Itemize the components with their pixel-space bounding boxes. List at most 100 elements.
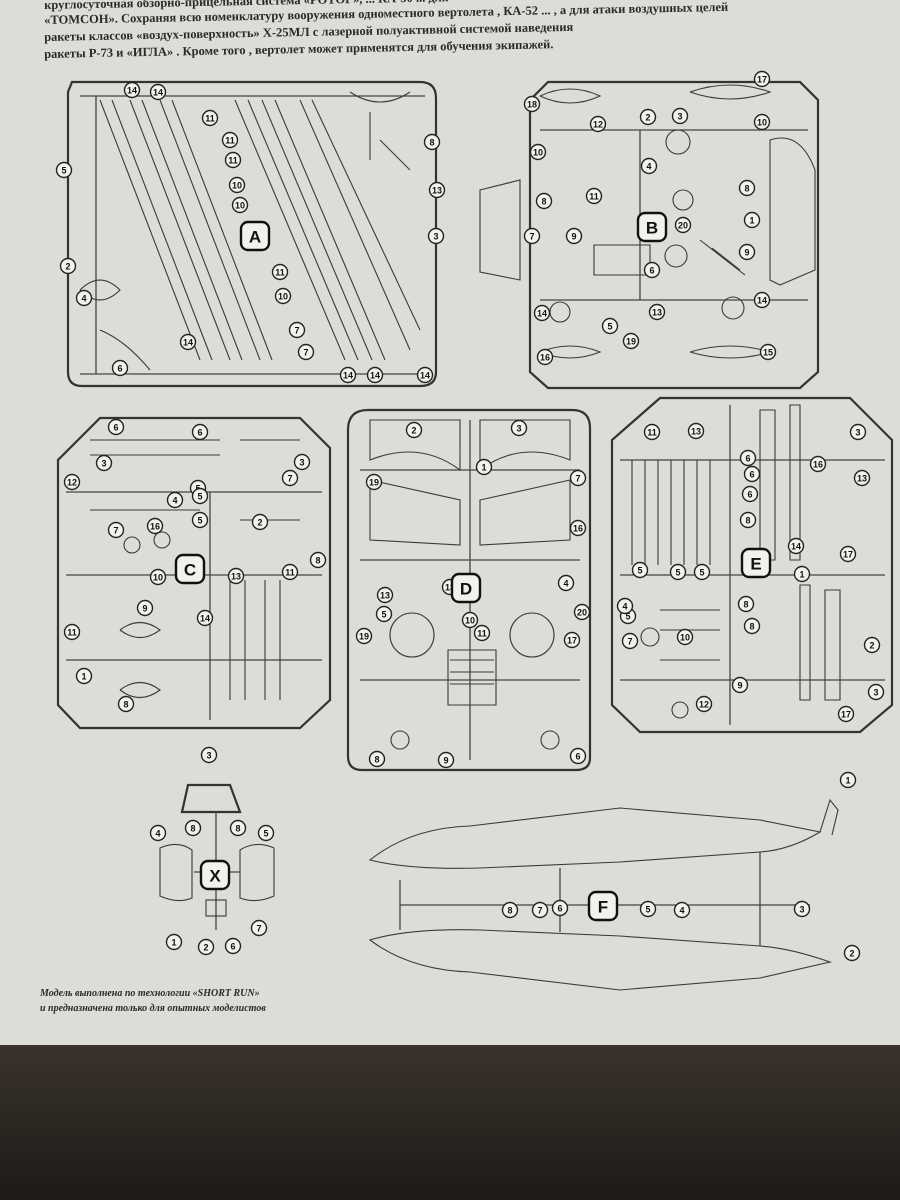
svg-text:7: 7: [287, 474, 292, 484]
part-callout-f: 3: [793, 900, 811, 918]
svg-text:16: 16: [540, 353, 550, 363]
sprue-label-c: C: [174, 553, 206, 585]
svg-text:8: 8: [745, 516, 750, 526]
part-callout-a: 14: [179, 333, 197, 351]
svg-text:9: 9: [571, 232, 576, 242]
part-callout-e: 14: [787, 537, 805, 555]
part-callout-b: 10: [753, 113, 771, 131]
part-callout-e: 17: [837, 705, 855, 723]
part-callout-f: 2: [843, 944, 861, 962]
svg-text:4: 4: [155, 829, 160, 839]
part-callout-c: 7: [107, 521, 125, 539]
part-callout-f: 7: [531, 901, 549, 919]
part-callout-a: 6: [111, 359, 129, 377]
part-callout-b: 16: [536, 348, 554, 366]
sprue-label-b: B: [636, 211, 668, 243]
svg-text:15: 15: [763, 348, 773, 358]
part-callout-a: 14: [149, 83, 167, 101]
part-callout-c: 12: [63, 473, 81, 491]
part-callout-f: 8: [501, 901, 519, 919]
part-callout-c: 10: [149, 568, 167, 586]
part-callout-e: 7: [621, 632, 639, 650]
part-callout-c: 13: [227, 567, 245, 585]
part-callout-e: 8: [737, 595, 755, 613]
svg-text:11: 11: [285, 568, 295, 578]
part-callout-d: 9: [437, 751, 455, 769]
svg-text:13: 13: [652, 308, 662, 318]
part-callout-c: 6: [107, 418, 125, 436]
svg-text:2: 2: [869, 641, 874, 651]
part-callout-b: 7: [523, 227, 541, 245]
svg-text:20: 20: [577, 608, 587, 618]
svg-text:3: 3: [206, 751, 211, 761]
svg-text:3: 3: [855, 428, 860, 438]
svg-text:14: 14: [153, 88, 163, 98]
part-callout-b: 17: [753, 70, 771, 88]
svg-text:10: 10: [153, 573, 163, 583]
svg-text:8: 8: [374, 755, 379, 765]
svg-text:12: 12: [699, 700, 709, 710]
part-callout-x: 4: [149, 824, 167, 842]
part-callout-a: 7: [288, 321, 306, 339]
svg-text:5: 5: [699, 568, 704, 578]
svg-text:3: 3: [101, 459, 106, 469]
part-callout-d: 5: [375, 605, 393, 623]
part-callout-c: 6: [191, 423, 209, 441]
part-callout-x: 1: [165, 933, 183, 951]
svg-text:7: 7: [529, 232, 534, 242]
part-callout-a: 2: [59, 257, 77, 275]
part-callout-e: 13: [853, 469, 871, 487]
part-callout-b: 4: [640, 157, 658, 175]
part-callout-b: 12: [589, 115, 607, 133]
svg-text:3: 3: [677, 112, 682, 122]
svg-text:E: E: [750, 555, 761, 574]
part-callout-a: 10: [231, 196, 249, 214]
part-callout-c: 7: [281, 469, 299, 487]
part-callout-d: 2: [405, 421, 423, 439]
svg-text:13: 13: [231, 572, 241, 582]
svg-text:19: 19: [369, 478, 379, 488]
part-callout-c: 9: [136, 599, 154, 617]
svg-text:3: 3: [799, 905, 804, 915]
part-callout-a: 10: [274, 287, 292, 305]
part-callout-e: 16: [809, 455, 827, 473]
part-callout-c: 3: [293, 453, 311, 471]
svg-text:7: 7: [303, 348, 308, 358]
part-callout-a: 14: [339, 366, 357, 384]
svg-text:6: 6: [230, 942, 235, 952]
svg-text:7: 7: [537, 906, 542, 916]
part-callout-d: 6: [569, 747, 587, 765]
part-callout-c: 2: [251, 513, 269, 531]
svg-text:9: 9: [443, 756, 448, 766]
footer-line-1: Модель выполнена по технологии «SHORT RU…: [40, 988, 260, 999]
svg-text:11: 11: [225, 136, 235, 146]
part-callout-f: 5: [639, 900, 657, 918]
part-callout-a: 5: [55, 161, 73, 179]
sprue-label-x: X: [199, 859, 231, 891]
part-callout-x: 6: [224, 937, 242, 955]
svg-text:5: 5: [197, 492, 202, 502]
svg-text:14: 14: [343, 371, 353, 381]
part-callout-a: 11: [221, 131, 239, 149]
svg-text:6: 6: [575, 752, 580, 762]
svg-text:5: 5: [637, 566, 642, 576]
svg-text:3: 3: [433, 232, 438, 242]
svg-text:5: 5: [607, 322, 612, 332]
svg-text:8: 8: [123, 700, 128, 710]
part-callout-b: 18: [523, 95, 541, 113]
part-callout-x: 3: [200, 746, 218, 764]
part-callout-b: 5: [601, 317, 619, 335]
svg-text:16: 16: [573, 524, 583, 534]
svg-text:17: 17: [567, 636, 577, 646]
part-callout-e: 6: [741, 485, 759, 503]
svg-text:C: C: [184, 561, 196, 580]
part-callout-a: 14: [416, 366, 434, 384]
svg-text:14: 14: [537, 309, 547, 319]
part-callout-b: 6: [643, 261, 661, 279]
part-callout-a: 11: [224, 151, 242, 169]
svg-text:4: 4: [172, 496, 177, 506]
svg-text:14: 14: [127, 86, 137, 96]
background-surface: [0, 1045, 900, 1200]
svg-text:5: 5: [263, 829, 268, 839]
svg-text:20: 20: [678, 221, 688, 231]
